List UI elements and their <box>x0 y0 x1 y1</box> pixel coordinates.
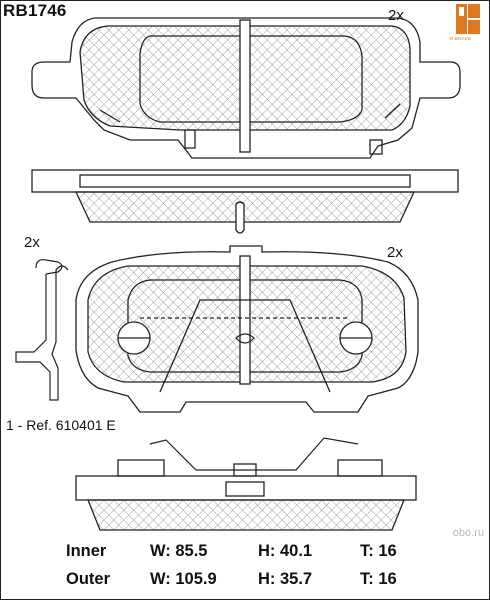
bottom-pad-side-view <box>75 437 417 531</box>
dimension-height: H: 35.7 <box>258 570 313 588</box>
top-pad-quantity: 2x <box>388 7 404 24</box>
bottom-pad-quantity: 2x <box>387 244 403 261</box>
dimensions-row-inner: Inner W: 85.5 H: 40.1 T: 16 <box>0 542 490 570</box>
dimension-width: W: 105.9 <box>150 570 217 588</box>
reference-label: 1 - Ref. 610401 E <box>6 417 116 433</box>
bottom-pad-front-view <box>75 245 419 413</box>
dimensions-row-outer: Outer W: 105.9 H: 35.7 T: 16 <box>0 570 490 598</box>
clip-spring <box>15 259 69 401</box>
dimension-thickness: T: 16 <box>360 570 397 588</box>
dimension-label: Inner <box>66 542 107 560</box>
top-pad-front-view <box>31 17 461 159</box>
brand-logo-text: R BRAKE <box>450 36 472 41</box>
watermark: obo.ru <box>452 527 484 539</box>
brand-logo <box>456 4 480 34</box>
part-number: RB1746 <box>3 1 67 20</box>
dimensions-table: Inner W: 85.5 H: 40.1 T: 16 Outer W: 105… <box>0 542 490 598</box>
top-pad-side-view <box>31 169 459 234</box>
dimension-label: Outer <box>66 570 111 588</box>
dimension-width: W: 85.5 <box>150 542 208 560</box>
dimension-height: H: 40.1 <box>258 542 313 560</box>
dimension-thickness: T: 16 <box>360 542 397 560</box>
clip-quantity: 2x <box>24 234 40 251</box>
